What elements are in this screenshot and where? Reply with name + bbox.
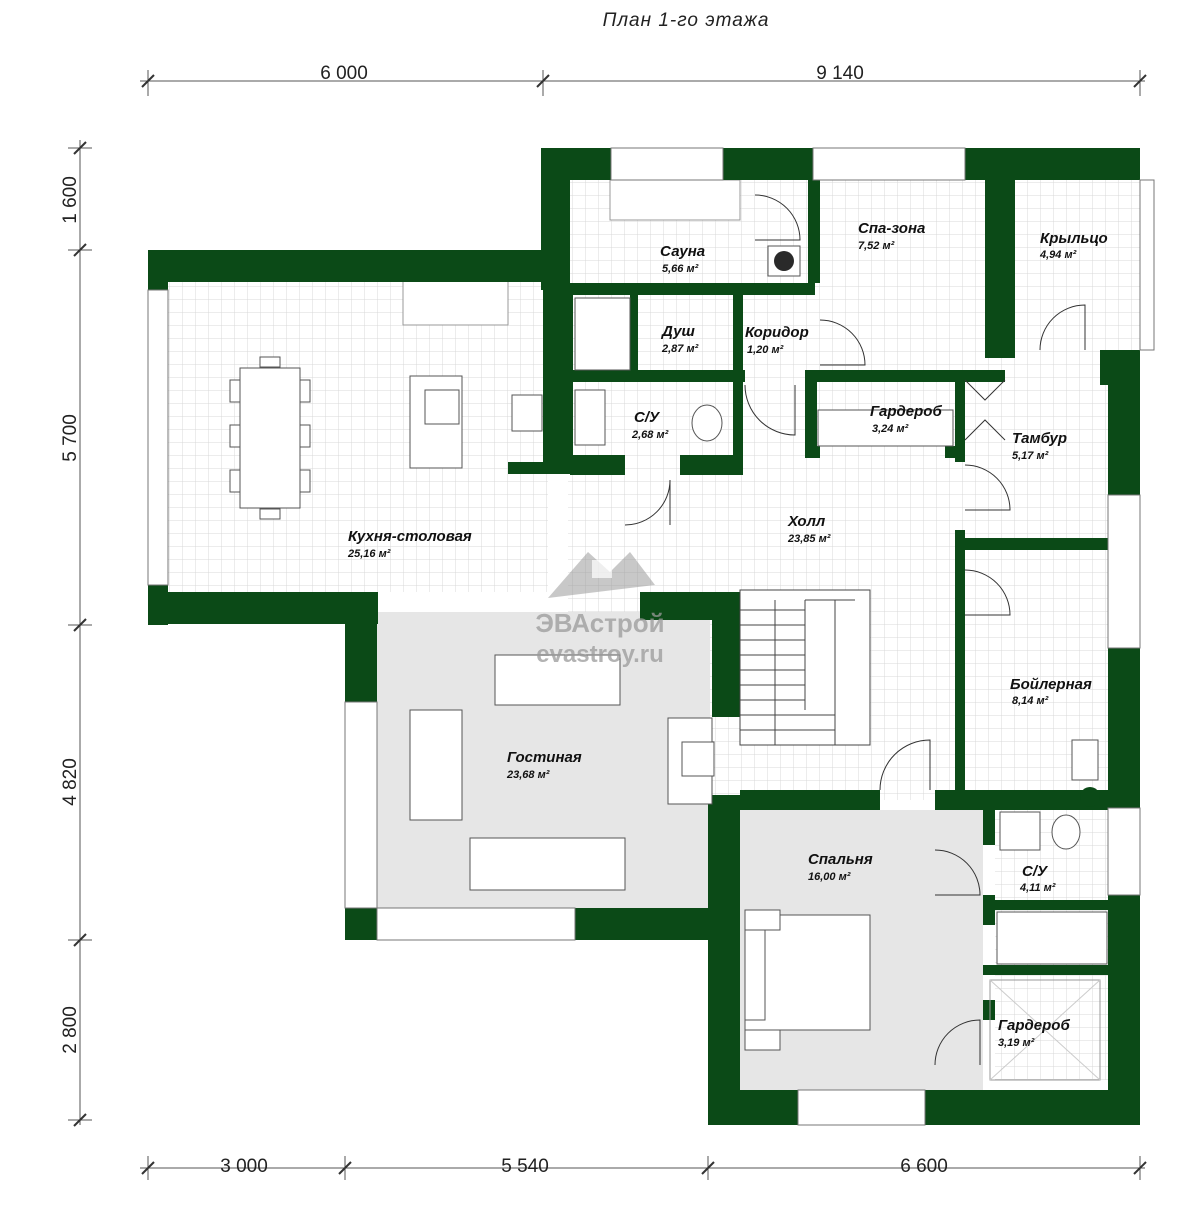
room-name-sauna: Сауна — [660, 243, 705, 260]
room-area-kitchen: 25,16 м² — [347, 548, 391, 560]
room-labels: Сауна 5,66 м² Спа-зона 7,52 м² Крыльцо 4… — [347, 220, 1108, 1049]
dim-left-4: 2 800 — [60, 1006, 81, 1054]
doors — [624, 194, 1086, 1066]
room-name-hall: Холл — [787, 513, 826, 530]
room-porch: Крыльцо 4,94 м² — [1039, 230, 1108, 261]
room-spa: Спа-зона 7,52 м² — [858, 220, 925, 252]
room-name-kitchen: Кухня-столовая — [348, 528, 472, 545]
room-name-wc-2: С/У — [1022, 863, 1049, 880]
room-area-vestibule: 5,17 м² — [1012, 450, 1049, 462]
room-area-shower: 2,87 м² — [661, 343, 699, 355]
room-name-corridor: Коридор — [745, 324, 809, 341]
room-name-spa: Спа-зона — [858, 220, 925, 237]
room-area-corridor: 1,20 м² — [747, 344, 784, 356]
windows — [147, 147, 1155, 1126]
room-area-wardrobe-2: 3,19 м² — [998, 1037, 1035, 1049]
top-dimension-line: 6 000 9 140 — [140, 63, 1147, 96]
room-area-wc-2: 4,11 м² — [1019, 882, 1056, 894]
room-name-wardrobe-2: Гардероб — [998, 1017, 1070, 1034]
watermark: ЭВАстрой evastroy.ru — [535, 552, 665, 668]
left-dimension-line: 1 600 5 700 4 820 2 800 — [60, 140, 92, 1127]
walls — [148, 148, 1140, 1125]
room-area-boiler: 8,14 м² — [1012, 695, 1049, 707]
dim-left-1: 1 600 — [60, 176, 81, 224]
dim-left-3: 4 820 — [60, 758, 81, 806]
room-name-porch: Крыльцо — [1040, 230, 1108, 247]
bottom-dimension-line: 3 000 5 540 6 600 — [140, 1156, 1147, 1180]
room-area-porch: 4,94 м² — [1039, 249, 1077, 261]
room-area-living: 23,68 м² — [506, 769, 550, 781]
room-living: Гостиная 23,68 м² — [506, 749, 582, 781]
room-wc-1: С/У 2,68 м² — [631, 409, 669, 441]
room-vestibule: Тамбур 5,17 м² — [1012, 430, 1067, 462]
room-name-wardrobe-1: Гардероб — [870, 403, 942, 420]
room-name-living: Гостиная — [507, 749, 582, 766]
room-area-bedroom: 16,00 м² — [808, 871, 851, 883]
room-kitchen: Кухня-столовая 25,16 м² — [347, 528, 472, 560]
dim-left-2: 5 700 — [60, 414, 81, 462]
room-wardrobe-2: Гардероб 3,19 м² — [998, 1017, 1070, 1049]
room-sauna: Сауна 5,66 м² — [660, 243, 705, 275]
room-bedroom: Спальня 16,00 м² — [808, 851, 873, 883]
dim-bottom-2: 5 540 — [501, 1156, 549, 1177]
room-area-spa: 7,52 м² — [858, 240, 895, 252]
room-area-wardrobe-1: 3,24 м² — [872, 423, 909, 435]
room-corridor: Коридор 1,20 м² — [745, 324, 809, 356]
room-boiler: Бойлерная 8,14 м² — [1010, 676, 1092, 707]
plan-title: План 1-го этажа — [603, 10, 770, 31]
room-wardrobe-1: Гардероб 3,24 м² — [870, 403, 942, 435]
room-wc-2: С/У 4,11 м² — [1019, 863, 1056, 894]
watermark-site: evastroy.ru — [536, 641, 664, 668]
dim-bottom-1: 3 000 — [220, 1156, 268, 1177]
room-shower: Душ 2,87 м² — [660, 323, 699, 355]
room-name-vestibule: Тамбур — [1012, 430, 1067, 447]
room-name-bedroom: Спальня — [808, 851, 873, 868]
room-name-wc-1: С/У — [634, 409, 661, 426]
room-hall: Холл 23,85 м² — [787, 513, 831, 545]
room-area-wc-1: 2,68 м² — [631, 429, 669, 441]
room-name-shower: Душ — [660, 323, 696, 340]
staircase — [739, 589, 871, 746]
dim-bottom-3: 6 600 — [900, 1156, 948, 1177]
room-area-hall: 23,85 м² — [787, 533, 831, 545]
dim-top-2: 9 140 — [816, 63, 864, 84]
room-area-sauna: 5,66 м² — [662, 263, 699, 275]
watermark-brand: ЭВАстрой — [535, 608, 664, 638]
room-name-boiler: Бойлерная — [1010, 676, 1092, 693]
furniture — [229, 245, 1108, 1081]
dim-top-1: 6 000 — [320, 63, 368, 84]
